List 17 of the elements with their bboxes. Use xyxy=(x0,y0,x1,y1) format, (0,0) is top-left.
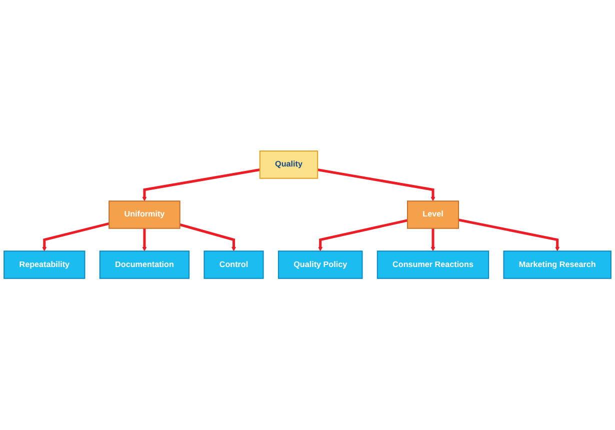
arrow xyxy=(458,218,560,252)
arrow xyxy=(430,228,436,252)
arrow xyxy=(317,168,436,202)
node-box: Marketing Research xyxy=(503,250,612,280)
node-box: Repeatability xyxy=(4,250,86,280)
arrow xyxy=(42,222,110,252)
node-box: Level xyxy=(407,200,459,230)
node-box: Quality Policy xyxy=(278,250,363,280)
arrow xyxy=(142,228,147,252)
node-box: Control xyxy=(204,250,264,280)
arrow xyxy=(142,168,260,202)
node-box: Quality xyxy=(259,150,318,180)
node-box: Documentation xyxy=(99,250,190,280)
node-box: Consumer Reactions xyxy=(376,250,490,280)
arrow xyxy=(318,219,408,252)
node-box: Uniformity xyxy=(108,200,180,230)
arrow xyxy=(180,224,236,252)
